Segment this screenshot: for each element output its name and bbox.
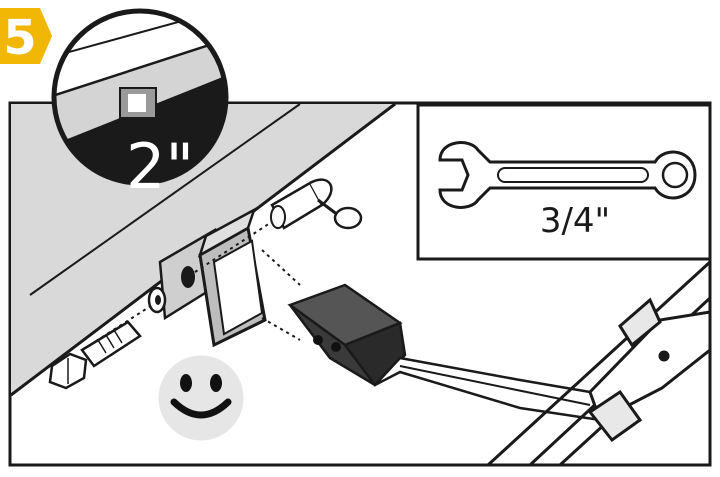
wrench-size-label: 3/4" — [540, 201, 610, 241]
hitch-receiver-square — [197, 207, 267, 348]
hex-bolt-icon — [48, 320, 142, 390]
combination-wrench-icon — [438, 141, 697, 209]
receiver-size-label: 2" — [126, 130, 194, 203]
hitch-pin-lock-icon — [270, 178, 333, 230]
receiver-zoom-callout: 2" — [51, 8, 229, 203]
key-icon — [317, 198, 363, 230]
step-number: 5 — [3, 10, 36, 66]
hitch-extension-bar — [287, 283, 602, 422]
smiley-face-icon — [155, 352, 247, 444]
washer-icon — [147, 286, 167, 314]
vehicle-frame-rails — [486, 260, 712, 467]
step-number-badge: 5 — [0, 8, 52, 66]
